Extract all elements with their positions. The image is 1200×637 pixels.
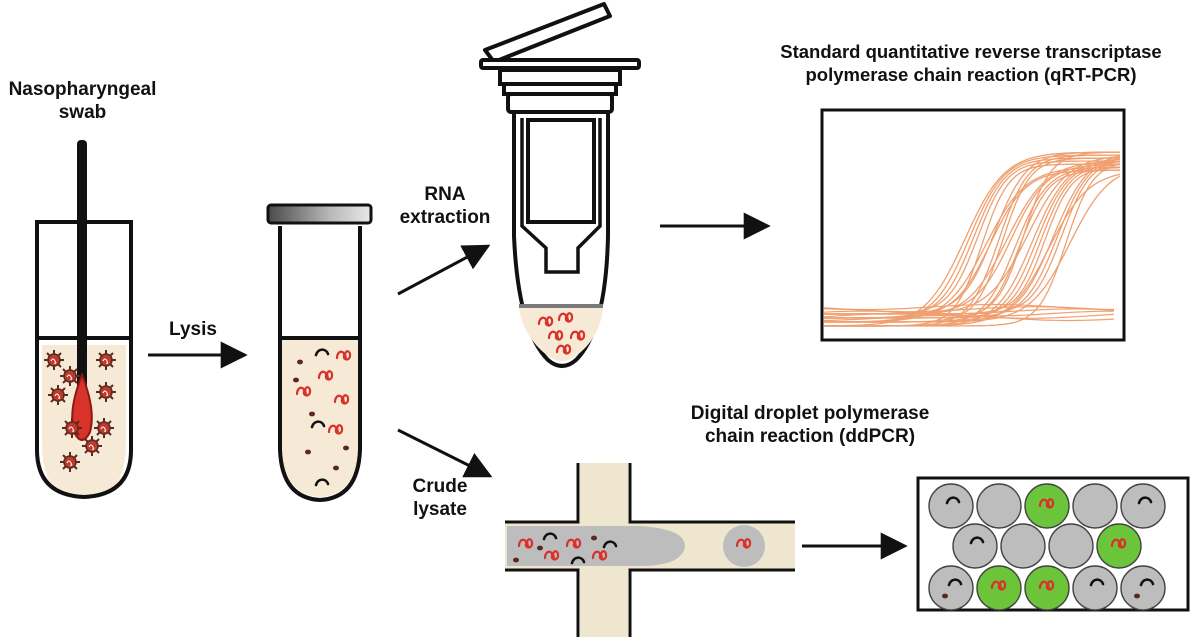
rna-extraction-line-1: RNA: [424, 184, 466, 205]
qrtpcr-label: Standard quantitative reverse transcript…: [742, 40, 1200, 86]
spin-column-tube: [479, 2, 641, 368]
ddpcr-line-1: Digital droplet polymerase: [690, 403, 930, 424]
swab-label: Nasopharyngeal swab: [0, 78, 165, 124]
negative-droplet: [1072, 565, 1118, 611]
negative-droplet: [1072, 483, 1118, 529]
lysis-label: Lysis: [169, 319, 217, 340]
lysate-tube: [266, 203, 373, 503]
crude-lysate-line-1: Crude: [412, 476, 468, 497]
baseline-curve: [823, 303, 1115, 311]
rna-extraction-label: RNA extraction: [395, 183, 495, 229]
swab-label-line-2: swab: [58, 102, 107, 123]
qpcr-amplification-plot: [820, 108, 1126, 342]
negative-droplet: [1000, 523, 1046, 569]
negative-droplet: [1120, 565, 1166, 611]
crude-lysate-arrow: [397, 428, 493, 478]
amplification-curve: [824, 175, 1121, 323]
negative-droplet: [1120, 483, 1166, 529]
ddpcr-droplet-generator: [505, 463, 795, 637]
droplet-partition-grid: [916, 476, 1190, 612]
swab-label-line-1: Nasopharyngeal: [8, 79, 157, 100]
ddpcr-label: Digital droplet polymerase chain reactio…: [660, 402, 960, 448]
qrtpcr-line-1: Standard quantitative reverse transcript…: [780, 41, 1162, 62]
negative-droplet: [976, 483, 1022, 529]
ddpcr-line-2: chain reaction (ddPCR): [704, 426, 916, 447]
negative-droplet: [928, 565, 974, 611]
amplification-curves: [823, 151, 1121, 327]
rna-extraction-line-2: extraction: [399, 207, 491, 228]
droplet-debris: [1134, 593, 1140, 599]
negative-droplet: [928, 483, 974, 529]
rna-extraction-arrow: [397, 244, 491, 296]
negative-droplet: [952, 523, 998, 569]
tube-cap: [266, 203, 373, 225]
qrtpcr-line-2: polymerase chain reaction (qRT-PCR): [805, 64, 1137, 85]
swab-tube: [35, 140, 133, 500]
swab-stick: [77, 140, 87, 420]
crude-lysate-line-2: lysate: [413, 499, 467, 520]
droplet-debris: [942, 593, 948, 599]
spin-column-lid: [483, 2, 612, 64]
negative-droplet: [1048, 523, 1094, 569]
amplification-curve: [824, 163, 1121, 327]
crude-lysate-label: Crude lysate: [385, 475, 495, 521]
